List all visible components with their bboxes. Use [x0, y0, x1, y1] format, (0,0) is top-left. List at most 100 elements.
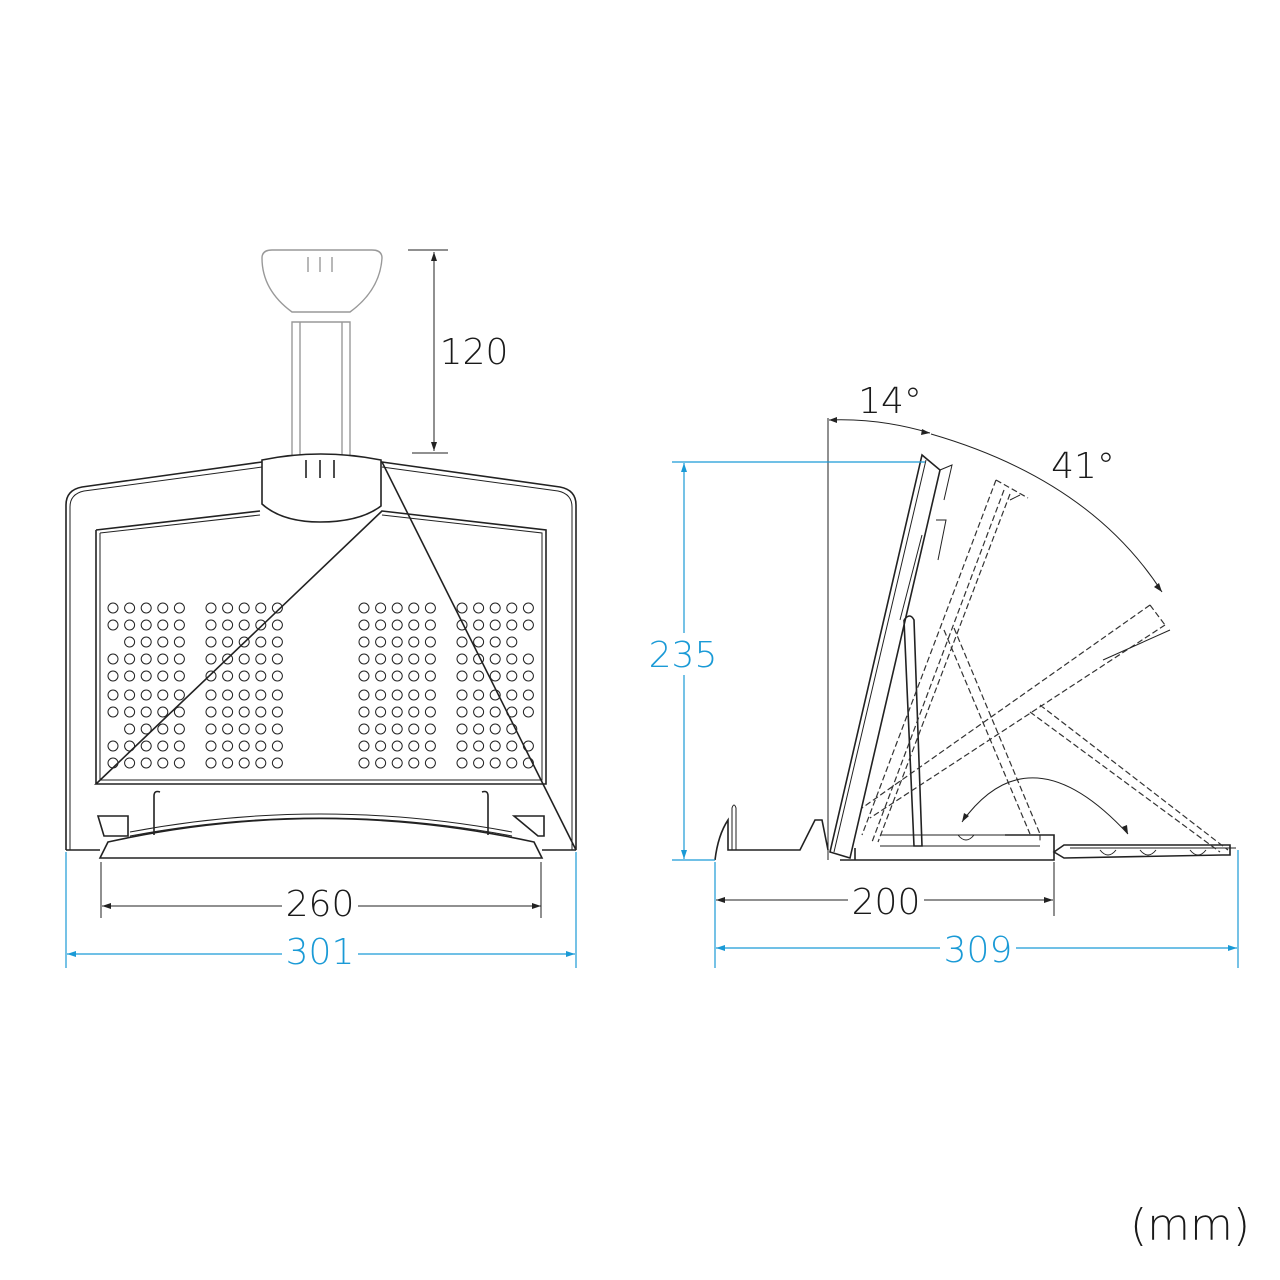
vent-hole — [522, 670, 534, 682]
vent-hole — [140, 723, 152, 735]
vent-hole — [205, 689, 217, 701]
vent-hole — [424, 619, 436, 631]
vent-hole — [456, 602, 468, 614]
vent-hole — [408, 723, 420, 735]
vent-hole — [489, 653, 501, 665]
vent-hole — [522, 706, 534, 718]
unit-label: (mm) — [1130, 1200, 1250, 1251]
vent-hole — [238, 689, 250, 701]
center-clip — [261, 453, 382, 523]
vent-hole — [173, 670, 185, 682]
vent-hole — [205, 706, 217, 718]
vent-hole — [271, 723, 283, 735]
vent-hole — [375, 602, 387, 614]
vent-hole — [375, 757, 387, 769]
vent-hole — [358, 653, 370, 665]
vent-hole — [124, 757, 136, 769]
vent-hole — [271, 689, 283, 701]
vent-hole — [375, 740, 387, 752]
vent-hole — [473, 689, 485, 701]
ventilation-holes — [107, 602, 534, 769]
vent-hole — [124, 636, 136, 648]
vent-hole — [238, 602, 250, 614]
vent-hole — [157, 636, 169, 648]
vent-hole — [522, 757, 534, 769]
angle-min-label: 14° — [858, 381, 922, 422]
bottom-tray — [66, 790, 576, 859]
dimension-309: 309 — [714, 850, 1239, 971]
vent-hole — [408, 619, 420, 631]
vent-hole — [473, 670, 485, 682]
fold-arrow — [961, 777, 1129, 835]
vent-hole — [271, 602, 283, 614]
vent-hole — [140, 602, 152, 614]
vent-hole — [522, 602, 534, 614]
vent-hole — [506, 619, 518, 631]
vent-hole — [271, 706, 283, 718]
vent-hole — [391, 670, 403, 682]
vent-hole — [140, 653, 152, 665]
vent-hole — [157, 757, 169, 769]
vent-hole — [375, 636, 387, 648]
vent-hole — [375, 689, 387, 701]
vent-hole — [255, 636, 267, 648]
vent-hole — [456, 689, 468, 701]
vent-hole — [124, 740, 136, 752]
vent-hole — [408, 602, 420, 614]
vent-hole — [173, 653, 185, 665]
outer-frame — [65, 460, 577, 851]
vent-hole — [489, 740, 501, 752]
vent-hole — [391, 602, 403, 614]
vent-hole — [424, 740, 436, 752]
vent-hole — [238, 619, 250, 631]
vent-hole — [140, 740, 152, 752]
vent-hole — [238, 740, 250, 752]
vent-hole — [107, 619, 119, 631]
vent-hole — [424, 706, 436, 718]
vent-hole — [271, 757, 283, 769]
vent-hole — [173, 602, 185, 614]
vent-hole — [506, 636, 518, 648]
vent-hole — [456, 723, 468, 735]
vent-hole — [391, 757, 403, 769]
overall-width-label: 301 — [286, 932, 355, 973]
vent-hole — [456, 670, 468, 682]
vent-hole — [408, 653, 420, 665]
vent-hole — [255, 689, 267, 701]
overall-depth-label: 309 — [944, 930, 1013, 971]
vent-hole — [238, 653, 250, 665]
board-middle-dashed — [861, 479, 1029, 843]
vent-hole — [157, 619, 169, 631]
vent-hole — [391, 706, 403, 718]
vent-hole — [391, 740, 403, 752]
vent-hole — [424, 636, 436, 648]
vent-hole — [522, 653, 534, 665]
vent-hole — [358, 757, 370, 769]
vent-hole — [238, 723, 250, 735]
vent-hole — [140, 619, 152, 631]
vent-hole — [456, 619, 468, 631]
angle-41-dimension: 41° — [930, 433, 1163, 593]
dimension-200: 200 — [714, 862, 1055, 923]
vent-hole — [375, 653, 387, 665]
vent-hole — [205, 670, 217, 682]
vent-hole — [222, 740, 234, 752]
vent-hole — [424, 653, 436, 665]
vent-hole — [205, 602, 217, 614]
vent-hole — [408, 670, 420, 682]
vent-hole — [408, 689, 420, 701]
vent-hole — [124, 619, 136, 631]
vent-hole — [456, 740, 468, 752]
vent-hole — [255, 619, 267, 631]
vent-hole — [124, 602, 136, 614]
vent-hole — [473, 619, 485, 631]
vent-hole — [205, 619, 217, 631]
vent-hole — [424, 670, 436, 682]
inner-panel — [94, 510, 547, 785]
vent-hole — [271, 653, 283, 665]
vent-hole — [255, 706, 267, 718]
vent-hole — [473, 723, 485, 735]
vent-hole — [255, 740, 267, 752]
vent-hole — [522, 689, 534, 701]
